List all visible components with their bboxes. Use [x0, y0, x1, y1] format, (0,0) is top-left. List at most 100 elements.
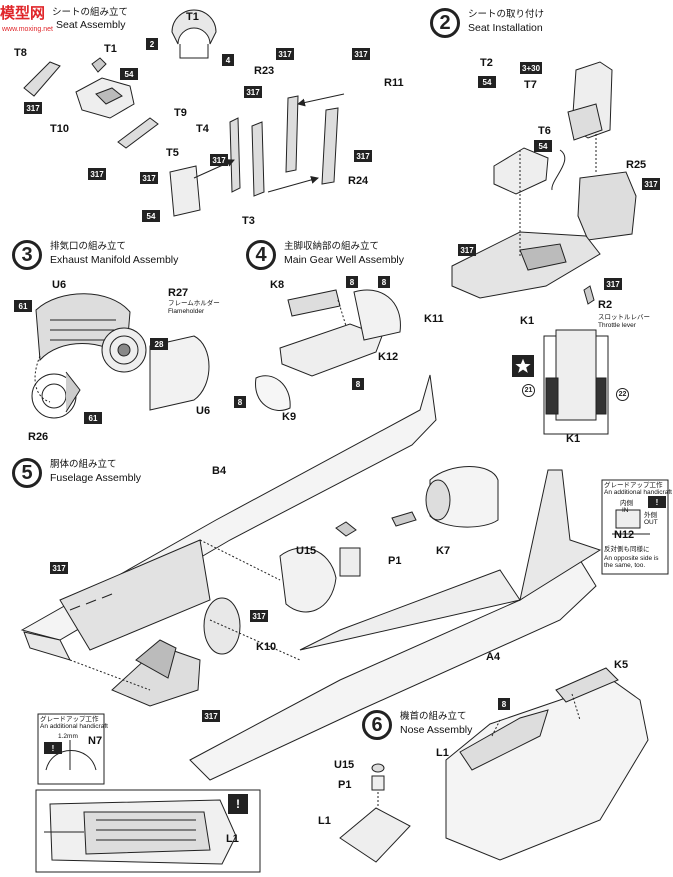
watermark-url: www.moxing.net	[2, 26, 53, 33]
paint-code-badge: 3+30	[520, 62, 543, 74]
paint-code-badge: 4	[222, 54, 234, 66]
seat-assembly-drawing	[23, 9, 345, 217]
throttle-lever-en: Throttle lever	[598, 322, 636, 329]
part-label-t2: T2	[480, 57, 493, 69]
step-3-number: 3	[12, 240, 42, 270]
paint-code-badge: 317	[88, 168, 106, 180]
main-gear-well-drawing	[255, 289, 401, 411]
paint-code-badge: 317	[140, 172, 158, 184]
part-label-t3: T3	[242, 215, 255, 227]
paint-code-badge: 317	[458, 244, 476, 256]
paint-code-badge: 317	[354, 150, 372, 162]
grade-up-n12-en: An additional handicraft	[604, 489, 672, 496]
paint-code-badge: 28	[150, 338, 168, 350]
step-3-title-en: Exhaust Manifold Assembly	[50, 254, 179, 266]
step-2-title-jp: シートの取り付け	[468, 9, 545, 20]
paint-code-badge: 317	[210, 154, 228, 166]
throttle-lever-jp: スロットルレバー	[598, 313, 650, 321]
part-label-u15-nose: U15	[334, 759, 355, 771]
part-label-p1-nose: P1	[338, 779, 352, 791]
paint-code-badge: 317	[352, 48, 370, 60]
part-label-k10: K10	[256, 641, 277, 653]
step-1-title-jp: シートの組み立て	[52, 7, 129, 18]
opposite-side-en: An opposite side is the same, too.	[604, 555, 659, 570]
step-4-title-en: Main Gear Well Assembly	[284, 254, 405, 266]
part-label-u15: U15	[296, 545, 317, 557]
paint-code-badge: 317	[24, 102, 42, 114]
part-label-k11: K11	[424, 313, 444, 325]
step-6-number: 6	[362, 710, 392, 740]
part-label-t1: T1	[104, 43, 117, 55]
step-5-title-en: Fuselage Assembly	[50, 472, 142, 484]
part-label-r26: R26	[28, 431, 49, 443]
paint-code-badge: 8	[234, 396, 246, 408]
step-4-title-jp: 主脚収納部の組み立て	[284, 241, 380, 252]
outside-en: OUT	[644, 519, 658, 526]
paint-code-badge: 8	[498, 698, 510, 710]
part-label-t4: T4	[196, 123, 209, 135]
step-5-number: 5	[12, 458, 42, 488]
paint-code-badge: 317	[276, 48, 294, 60]
paint-code-badge: 2	[146, 38, 158, 50]
part-label-l1-box: L1	[226, 833, 239, 845]
paint-code-badge: 317	[244, 86, 262, 98]
tamiya-star-icon	[512, 355, 534, 377]
grade-up-n12-jp: グレードアップ工作	[604, 481, 663, 489]
paint-code-badge: 8	[346, 276, 358, 288]
paint-code-badge: 61	[14, 300, 32, 312]
paint-code-badge: 54	[478, 76, 496, 88]
part-label-r2: R2	[598, 299, 613, 311]
part-label-k12: K12	[378, 351, 399, 363]
fuselage-drawing	[20, 374, 602, 781]
paint-code-badge: 317	[250, 610, 268, 622]
part-label-k8: K8	[270, 279, 285, 291]
opposite-side-jp: 反対側も同様に	[604, 545, 650, 553]
step-6-title-jp: 機首の組み立て	[400, 711, 467, 722]
part-label-l1-nose-b: L1	[318, 815, 331, 827]
part-label-k7: K7	[436, 545, 451, 557]
outside-jp: 外側	[644, 511, 657, 519]
dimension-n7: 1.2mm	[58, 733, 78, 740]
caution-icon: !	[44, 742, 62, 754]
part-label-k1-inset: K1	[566, 433, 581, 445]
inside-jp: 内側	[620, 499, 633, 507]
part-label-n12: N12	[614, 529, 635, 541]
inside-en: IN	[622, 507, 629, 514]
part-label-t10: T10	[50, 123, 69, 135]
part-label-u6: U6	[52, 279, 67, 291]
part-label-t7: T7	[524, 79, 537, 91]
step-5-title-jp: 胴体の組み立て	[50, 459, 117, 470]
part-label-t6: T6	[538, 125, 551, 137]
nose-assembly-drawing	[339, 667, 649, 863]
paint-code-badge: 21	[522, 384, 535, 397]
caution-icon: !	[228, 794, 248, 814]
step-6-title-en: Nose Assembly	[400, 724, 473, 736]
paint-code-badge: 317	[202, 710, 220, 722]
step-4-number: 4	[246, 240, 276, 270]
flameholder-jp: フレームホルダー	[168, 299, 220, 307]
part-label-k5: K5	[614, 659, 629, 671]
step-2-number: 2	[430, 8, 460, 38]
l1-detail-box	[35, 789, 261, 873]
paint-code-badge: 8	[352, 378, 364, 390]
part-label-t8: T8	[14, 47, 27, 59]
step-3-title-jp: 排気口の組み立て	[50, 241, 127, 252]
part-label-k9: K9	[282, 411, 297, 423]
part-label-a4: A4	[486, 651, 501, 663]
part-label-r25: R25	[626, 159, 647, 171]
paint-code-badge: 317	[50, 562, 68, 574]
flameholder-en: Flameholder	[168, 308, 205, 315]
part-label-r24: R24	[348, 175, 369, 187]
paint-code-badge: 22	[616, 388, 629, 401]
paint-code-badge: 54	[534, 140, 552, 152]
step-2-title-en: Seat Installation	[468, 22, 543, 34]
part-label-r27: R27	[168, 287, 189, 299]
grade-up-n7-jp: グレードアップ工作	[40, 715, 99, 723]
paint-code-badge: 317	[604, 278, 622, 290]
caution-icon: !	[648, 496, 666, 508]
paint-code-badge: 54	[120, 68, 138, 80]
watermark-logo: 模型网	[0, 4, 46, 22]
paint-code-badge: 54	[142, 210, 160, 222]
